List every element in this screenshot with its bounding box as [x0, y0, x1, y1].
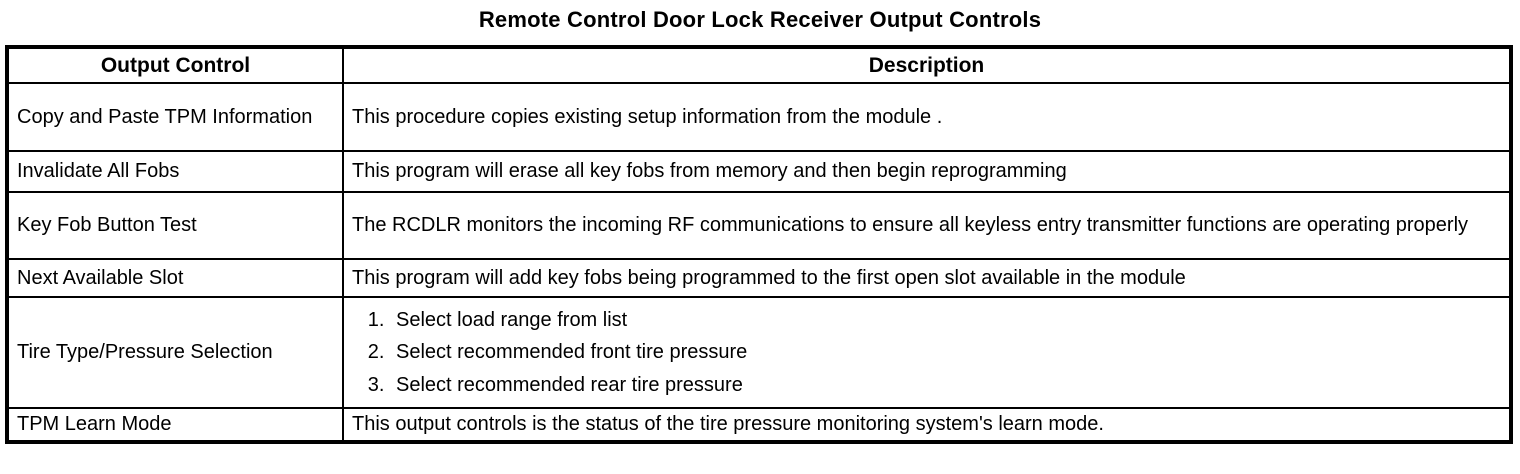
table-row-key-fob-button-test: Key Fob Button Test The RCDLR monitors t…: [6, 191, 1512, 260]
table-row-copy-paste-tpm: Copy and Paste TPM Information This proc…: [6, 82, 1512, 152]
table-row-tpm-learn-mode: TPM Learn Mode This output controls is t…: [6, 407, 1512, 444]
output-control-cell: Key Fob Button Test: [6, 191, 344, 260]
description-cell: The RCDLR monitors the incoming RF commu…: [342, 191, 1512, 260]
table-title: Remote Control Door Lock Receiver Output…: [478, 7, 1042, 32]
description-cell: This program will erase all key fobs fro…: [342, 150, 1512, 193]
description-cell: This output controls is the status of th…: [342, 407, 1512, 444]
description-cell: Select load range from list Select recom…: [342, 295, 1512, 410]
header-description: Description: [342, 46, 1512, 84]
output-control-cell: Tire Type/Pressure Selection: [6, 295, 344, 410]
table-row-tire-type-pressure: Tire Type/Pressure Selection Select load…: [6, 295, 1512, 410]
description-cell: This procedure copies existing setup inf…: [342, 82, 1512, 152]
output-controls-table: Output Control Description Copy and Past…: [5, 45, 1513, 445]
step-item: Select load range from list: [390, 308, 1501, 332]
header-output-control: Output Control: [6, 46, 344, 84]
table-row-invalidate-all-fobs: Invalidate All Fobs This program will er…: [6, 150, 1512, 193]
output-control-cell: Invalidate All Fobs: [6, 150, 344, 193]
output-control-cell: Next Available Slot: [6, 258, 344, 298]
header-row: Output Control Description: [6, 46, 1512, 84]
table-row-next-available-slot: Next Available Slot This program will ad…: [6, 258, 1512, 298]
output-control-cell: Copy and Paste TPM Information: [6, 82, 344, 152]
description-cell: This program will add key fobs being pro…: [342, 258, 1512, 298]
step-item: Select recommended rear tire pressure: [390, 373, 1501, 397]
output-control-cell: TPM Learn Mode: [6, 407, 344, 444]
tire-selection-steps-list: Select load range from list Select recom…: [352, 308, 1501, 397]
step-item: Select recommended front tire pressure: [390, 340, 1501, 364]
